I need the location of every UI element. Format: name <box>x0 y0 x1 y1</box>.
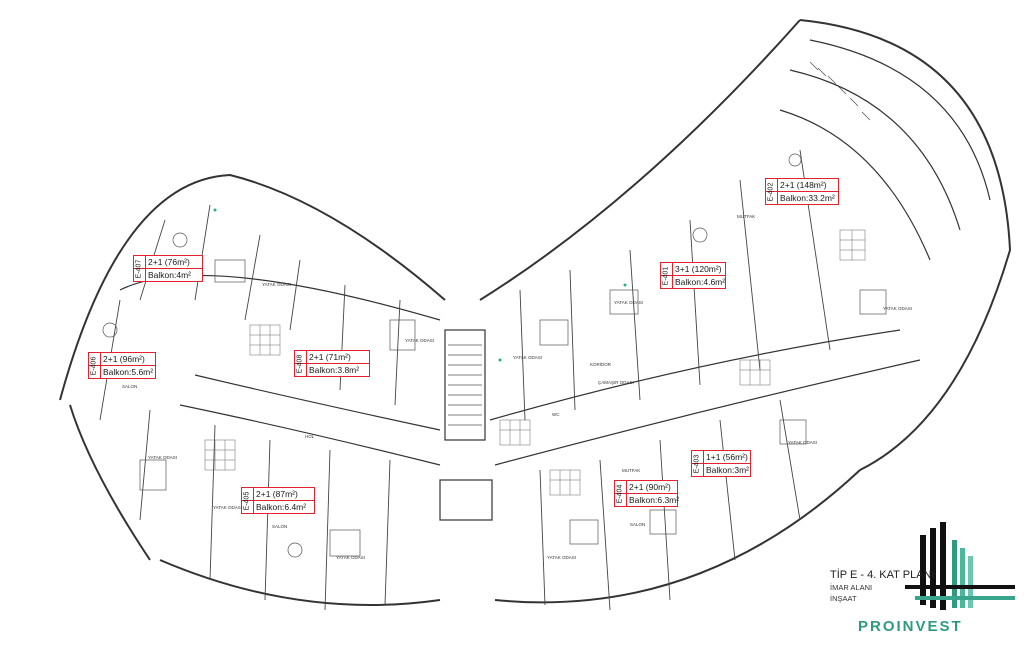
unit-type: 2+1 <box>148 257 163 267</box>
furniture <box>102 153 887 558</box>
plan-title: TİP E - 4. KAT PLANI <box>830 569 935 581</box>
room-label: SALON <box>122 384 138 389</box>
unit-label-e406: E-406 2+1 (96m²) Balkon:5.6m² <box>88 352 156 379</box>
room-label: MUTFAK <box>622 468 641 473</box>
right-terrace-arc-1 <box>809 39 991 201</box>
room-label: KORİDOR <box>590 362 612 367</box>
right-corridor-top <box>489 329 901 421</box>
unit-label-e407: E-407 2+1 (76m²) Balkon:4m² <box>133 255 203 282</box>
plan-title-block: TİP E - 4. KAT PLANI İMAR ALANI İNŞAAT <box>830 568 935 604</box>
unit-area: (90m²) <box>645 482 671 492</box>
stair-core <box>444 329 486 441</box>
unit-balcony: Balkon:5.6m² <box>103 367 154 377</box>
unit-type: 2+1 <box>309 352 324 362</box>
unit-id: E-406 <box>88 353 101 378</box>
room-label: SALON <box>272 524 288 529</box>
brand-logo-graphic <box>905 522 1015 610</box>
unit-area: (148m²) <box>796 180 827 190</box>
unit-label-e403: E-403 1+1 (56m²) Balkon:3m² <box>691 450 751 477</box>
room-label: HOL <box>305 434 315 439</box>
unit-id: E-401 <box>660 263 673 288</box>
bathroom-hatching <box>204 229 866 496</box>
left-corridor-top <box>194 374 441 431</box>
room-label: YATAK ODASI <box>405 338 435 343</box>
unit-id: E-402 <box>765 179 778 204</box>
unit-type: 2+1 <box>780 180 795 190</box>
room-label: SALON <box>630 522 646 527</box>
stair-treads <box>448 344 482 426</box>
unit-label-e404: E-404 2+1 (90m²) Balkon:6.3m² <box>614 480 680 507</box>
unit-balcony: Balkon:4.6m² <box>675 277 726 287</box>
unit-balcony: Balkon:3m² <box>706 465 749 475</box>
left-wing-inner-wall <box>69 404 151 561</box>
unit-area: (87m²) <box>272 489 298 499</box>
room-label: YATAK ODASI <box>788 440 818 445</box>
unit-area: (76m²) <box>164 257 190 267</box>
right-wing-outer-wall <box>479 19 801 301</box>
unit-type: 1+1 <box>706 452 721 462</box>
unit-balcony: Balkon:4m² <box>148 270 191 280</box>
room-label: YATAK ODASI <box>148 455 178 460</box>
left-bottom-wall <box>159 559 441 606</box>
elevator-core <box>439 479 493 521</box>
left-wing-outer-wall <box>59 173 446 401</box>
right-terrace-arc-3 <box>779 109 931 261</box>
unit-area: (120m²) <box>691 264 722 274</box>
green-markers <box>213 208 627 362</box>
unit-label-e401: E-401 3+1 (120m²) Balkon:4.6m² <box>660 262 726 289</box>
unit-id: E-404 <box>614 481 627 506</box>
unit-area: (96m²) <box>119 354 145 364</box>
left-corridor-bottom <box>179 404 441 466</box>
room-label: YATAK ODASI <box>883 306 913 311</box>
room-label: YATAK ODASI <box>336 555 366 560</box>
unit-area: (71m²) <box>325 352 351 362</box>
unit-id: E-408 <box>294 351 307 376</box>
unit-id: E-407 <box>133 256 146 281</box>
room-label: YATAK ODASI <box>547 555 577 560</box>
unit-type: 2+1 <box>629 482 644 492</box>
brand-text: PROINVEST <box>858 618 963 635</box>
unit-label-e408: E-408 2+1 (71m²) Balkon:3.8m² <box>294 350 370 377</box>
room-label: YATAK ODASI <box>614 300 644 305</box>
room-label: MUTFAK <box>737 214 756 219</box>
terrace-railing <box>809 61 871 121</box>
right-corridor-bottom <box>494 359 921 466</box>
right-terrace-arc-2 <box>789 69 961 231</box>
plan-subtitle-1: İMAR ALANI <box>830 583 873 592</box>
unit-type: 3+1 <box>675 264 690 274</box>
unit-balcony: Balkon:33.2m² <box>780 193 835 203</box>
brand-logo-text: PROINVEST <box>858 618 963 635</box>
unit-label-e405: E-405 2+1 (87m²) Balkon:6.4m² <box>241 487 315 514</box>
room-label: YATAK ODASI <box>513 355 543 360</box>
unit-area: (56m²) <box>722 452 748 462</box>
unit-balcony: Balkon:3.8m² <box>309 365 360 375</box>
unit-type: 2+1 <box>103 354 118 364</box>
unit-id: E-403 <box>691 451 704 476</box>
right-bottom-wall <box>494 469 861 604</box>
room-label: WC <box>552 412 560 417</box>
unit-balcony: Balkon:6.3m² <box>629 495 680 505</box>
room-label: YATAK ODASI <box>213 505 243 510</box>
unit-type: 2+1 <box>256 489 271 499</box>
room-label: YATAK ODASI <box>262 282 292 287</box>
right-outer-wall <box>799 19 1012 471</box>
room-label: ÇAMAŞIR ODASI <box>598 380 634 385</box>
unit-id: E-405 <box>241 488 254 513</box>
unit-label-e402: E-402 2+1 (148m²) Balkon:33.2m² <box>765 178 839 205</box>
right-wing-partitions <box>519 149 831 611</box>
plan-subtitle-2: İNŞAAT <box>830 594 857 603</box>
unit-balcony: Balkon:6.4m² <box>256 502 307 512</box>
